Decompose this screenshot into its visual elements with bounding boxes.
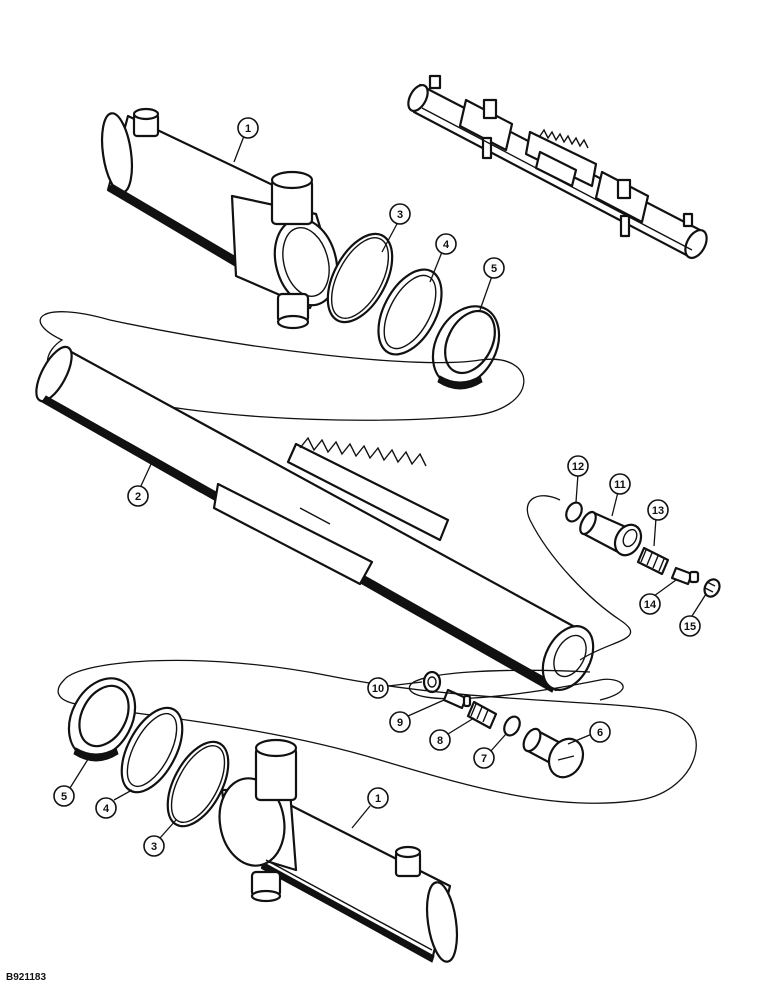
svg-text:12: 12 — [572, 461, 584, 473]
svg-text:7: 7 — [481, 753, 487, 765]
callout-8: 8 — [429, 729, 451, 751]
o-ring-12 — [565, 501, 583, 523]
plug-10 — [422, 670, 442, 694]
svg-text:4: 4 — [103, 803, 110, 815]
svg-text:8: 8 — [437, 735, 443, 747]
callout-12: 12 — [567, 455, 589, 477]
piston-rod-rack — [35, 345, 595, 693]
svg-text:10: 10 — [372, 683, 384, 695]
svg-text:3: 3 — [397, 209, 403, 221]
cylinder-barrel-bottom — [218, 738, 459, 963]
plug-6 — [522, 727, 585, 779]
poppet-9 — [442, 688, 472, 710]
wiper-seal-bottom — [67, 677, 137, 762]
svg-text:11: 11 — [614, 479, 626, 491]
callout-1-bottom: 1 — [367, 787, 389, 809]
svg-text:3: 3 — [151, 841, 157, 853]
spring-8 — [466, 700, 498, 730]
callout-13: 13 — [647, 499, 669, 521]
o-ring-bottom — [166, 740, 230, 828]
callout-4-bottom: 4 — [95, 797, 117, 819]
svg-text:1: 1 — [375, 793, 381, 805]
callout-9: 9 — [389, 711, 411, 733]
callout-11: 11 — [609, 473, 631, 495]
callout-3-bottom: 3 — [143, 835, 165, 857]
backup-ring-top — [377, 268, 443, 356]
svg-text:9: 9 — [397, 717, 403, 729]
svg-text:13: 13 — [652, 505, 664, 517]
callout-3-top: 3 — [389, 203, 411, 225]
leader-lines — [69, 135, 707, 839]
adjusting-screw-15 — [703, 578, 721, 598]
callout-5-top: 5 — [483, 257, 505, 279]
callout-14: 14 — [639, 593, 661, 615]
callout-1-top: 1 — [237, 117, 259, 139]
callout-7: 7 — [473, 747, 495, 769]
svg-text:1: 1 — [245, 123, 251, 135]
cylinder-barrel-top — [100, 107, 339, 330]
callout-5-bottom: 5 — [53, 785, 75, 807]
svg-text:4: 4 — [443, 239, 450, 251]
callout-10: 10 — [367, 677, 389, 699]
svg-text:5: 5 — [61, 791, 67, 803]
spring-13 — [636, 546, 670, 576]
wiper-seal-top — [431, 305, 501, 390]
callout-4-top: 4 — [435, 233, 457, 255]
callout-15: 15 — [679, 615, 701, 637]
svg-text:2: 2 — [135, 491, 141, 503]
poppet-14 — [670, 566, 700, 586]
svg-text:6: 6 — [597, 727, 603, 739]
valve-group-loop-right — [526, 495, 632, 661]
svg-text:15: 15 — [684, 621, 696, 633]
o-ring-7 — [503, 715, 521, 737]
callout-2: 2 — [127, 485, 149, 507]
o-ring-top — [326, 232, 394, 324]
callout-6: 6 — [589, 721, 611, 743]
valve-body-11 — [579, 510, 643, 557]
assembled-cylinder-overview — [407, 74, 708, 260]
valve-group-loop-lower — [409, 669, 624, 701]
svg-text:5: 5 — [491, 263, 497, 275]
figure-reference-code: B921183 — [6, 972, 47, 983]
svg-text:14: 14 — [644, 599, 657, 611]
